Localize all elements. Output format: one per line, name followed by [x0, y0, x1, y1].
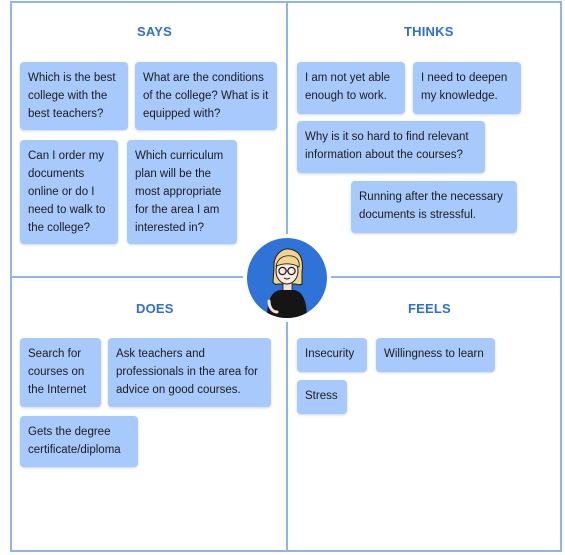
- feels-note[interactable]: Willingness to learn: [376, 338, 495, 372]
- thinks-note[interactable]: I need to deepen my knowledge.: [413, 62, 521, 114]
- thinks-note[interactable]: I am not yet able enough to work.: [297, 62, 405, 114]
- person-avatar-icon: [247, 238, 327, 318]
- says-note[interactable]: Which is the best college with the best …: [20, 62, 128, 130]
- does-note[interactable]: Ask teachers and professionals in the ar…: [108, 338, 271, 407]
- does-title: DOES: [136, 301, 174, 316]
- does-note[interactable]: Search for courses on the Internet: [20, 338, 101, 407]
- feels-note[interactable]: Insecurity: [297, 338, 367, 372]
- does-note[interactable]: Gets the degree certificate/diploma: [20, 416, 138, 467]
- feels-title: FEELS: [408, 301, 451, 316]
- says-title: SAYS: [137, 24, 173, 39]
- thinks-note[interactable]: Why is it so hard to find relevant infor…: [297, 121, 485, 173]
- thinks-note[interactable]: Running after the necessary documents is…: [351, 181, 517, 233]
- thinks-title: THINKS: [404, 24, 454, 39]
- feels-note[interactable]: Stress: [297, 380, 347, 414]
- says-note[interactable]: What are the conditions of the college? …: [135, 62, 277, 130]
- says-note[interactable]: Which curriculum plan will be the most a…: [127, 140, 237, 244]
- says-note[interactable]: Can I order my documents online or do I …: [20, 140, 118, 244]
